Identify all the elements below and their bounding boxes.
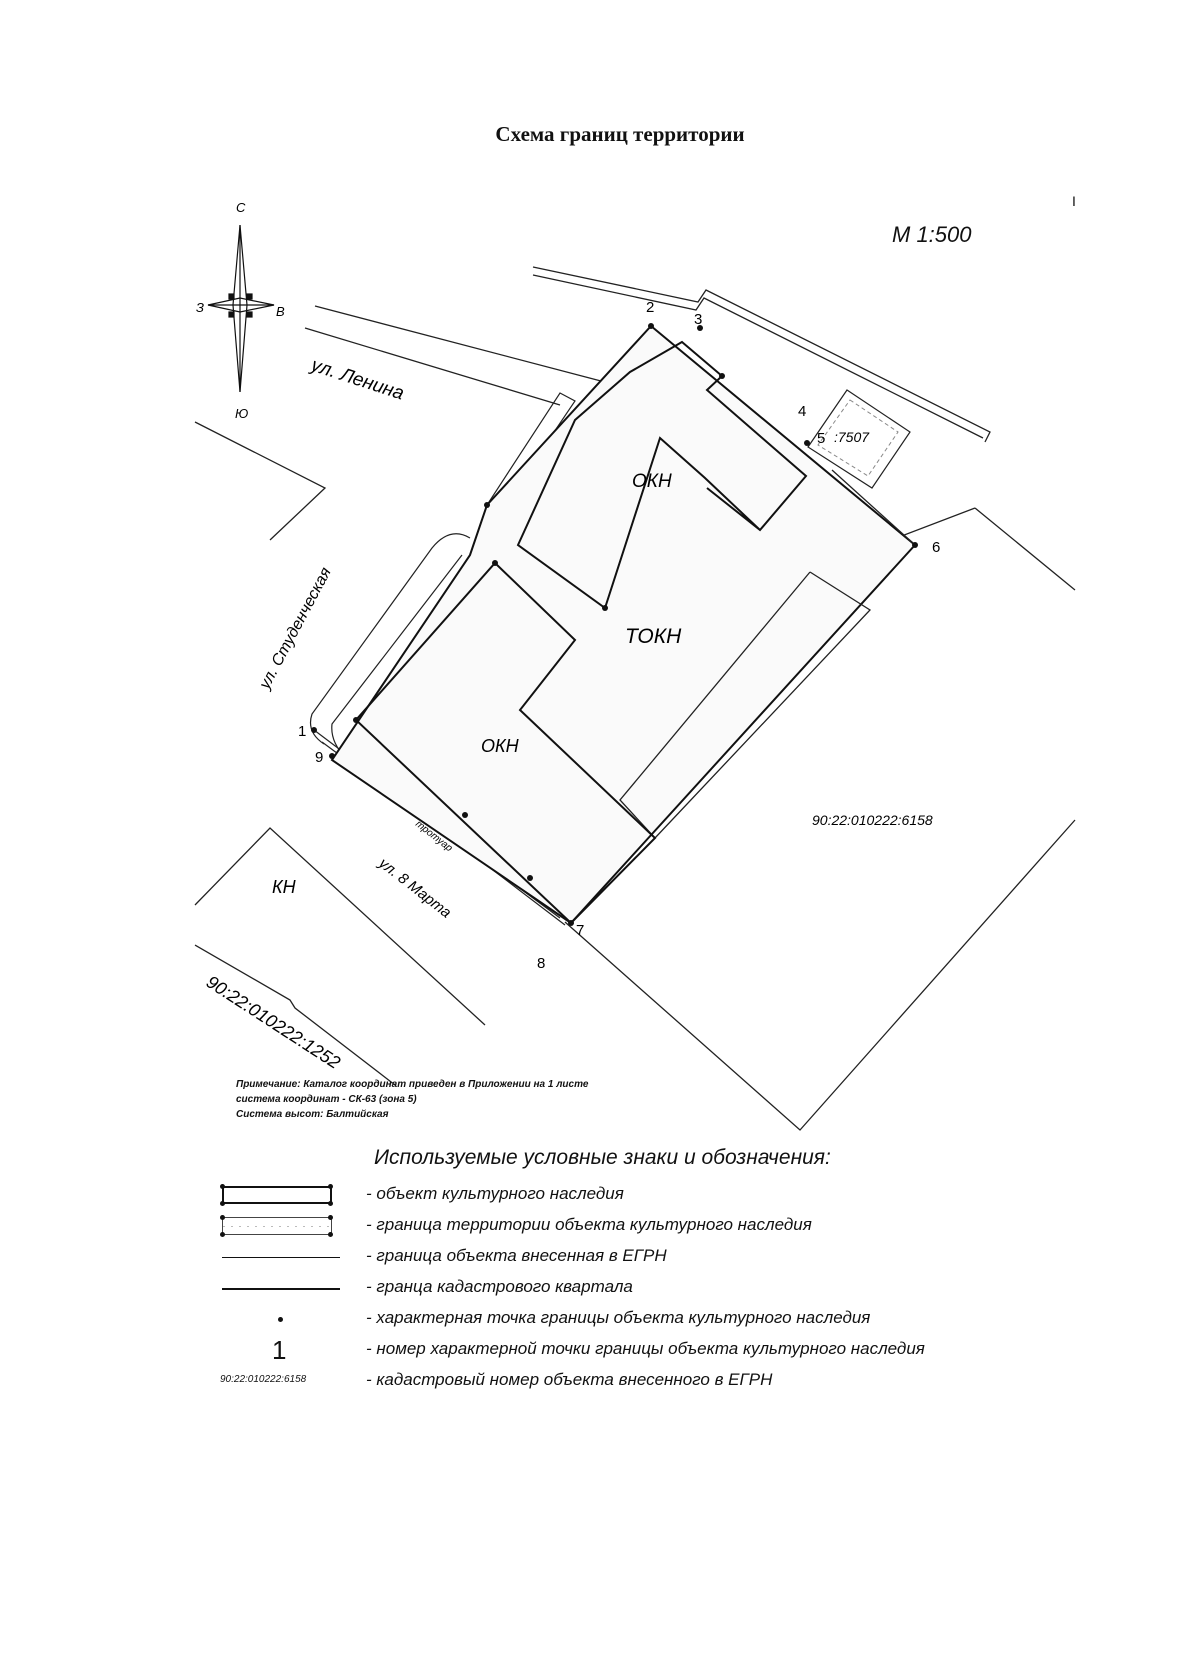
parcel-7507-inner [817, 399, 899, 477]
cadastral-number-symbol: 90:22:010222:6158 [216, 1366, 346, 1397]
cadastral-number-sample: 90:22:010222:6158 [220, 1374, 307, 1385]
cadastral-number-6158: 90:22:010222:6158 [812, 812, 933, 828]
legend-item: - объект культурного наследия [216, 1180, 1116, 1211]
point-number: 7 [576, 922, 584, 939]
legend-label: - номер характерной точки границы объект… [366, 1339, 925, 1358]
road-curb-studencheskaya [309, 533, 471, 745]
point-number: 2 [646, 299, 654, 316]
legend-item: 90:22:010222:6158 - кадастровый номер об… [216, 1366, 1116, 1397]
road-edge-lenina-north [314, 305, 621, 387]
parcel-7507 [807, 389, 911, 489]
point-number: 3 [694, 311, 702, 328]
legend-item: - характерная точка границы объекта куль… [216, 1304, 1116, 1335]
cadastral-number-1252: 90:22:010222:1252 [203, 972, 344, 1073]
block-left-top [194, 421, 327, 541]
legend: - объект культурного наследия - граница … [216, 1180, 1116, 1397]
kn-block-lower [194, 944, 396, 1086]
kn-block [194, 827, 486, 1026]
road-edge-lenina-south [304, 327, 561, 406]
legend-label: - граница территории объекта культурного… [366, 1215, 812, 1234]
wall-north-inner [532, 274, 984, 439]
legend-label: - характерная точка границы объекта куль… [366, 1308, 871, 1327]
note-line: Примечание: Каталог координат приведен в… [236, 1079, 589, 1090]
compass-icon [207, 224, 275, 393]
compass-south-label: Ю [235, 406, 248, 421]
legend-label: - граница объекта внесенная в ЕГРН [366, 1246, 667, 1265]
point-number: 8 [537, 955, 545, 972]
wall-north [532, 266, 991, 443]
legend-label: - кадастровый номер объекта внесенного в… [366, 1370, 773, 1389]
point-number: 9 [315, 749, 323, 766]
point-number: 4 [798, 403, 806, 420]
tokn-symbol-icon [216, 1211, 346, 1242]
thin-line-icon [216, 1242, 346, 1273]
thick-line-icon [216, 1273, 346, 1304]
legend-item: - граница территории объекта культурного… [216, 1211, 1116, 1242]
boundary-map: С Ю З В [194, 200, 1076, 1131]
point-number: 1 [298, 723, 306, 740]
point-icon [216, 1304, 346, 1335]
okn-upper-outline [516, 340, 808, 610]
note-line: Система высот: Балтийская [236, 1109, 389, 1120]
point-number-symbol: 1 [216, 1335, 346, 1366]
legend-label: - объект культурного наследия [366, 1184, 624, 1203]
zone-okn-lower: ОКН [481, 736, 520, 756]
compass-west-label: З [196, 300, 204, 315]
cadastral-boundary-6158 [974, 507, 1076, 591]
cadastral-boundary-lower [564, 819, 1076, 1131]
point-number: 5 [817, 430, 825, 447]
legend-item: 1 - номер характерной точки границы объе… [216, 1335, 1116, 1366]
boundary-points [311, 323, 918, 926]
compass-north-label: С [236, 200, 246, 215]
tokn-boundary [330, 324, 917, 925]
point-number: 6 [932, 539, 940, 556]
point-number-sample: 1 [272, 1335, 287, 1365]
map-scale: М 1:500 [892, 222, 972, 247]
legend-item: - граница объекта внесенная в ЕГРН [216, 1242, 1116, 1273]
cadastral-strip-line [831, 469, 916, 546]
legend-title: Используемые условные знаки и обозначени… [374, 1146, 831, 1169]
page-title: Схема границ территории [495, 122, 745, 146]
street-8-marta: ул. 8 Марта [375, 854, 455, 921]
zone-tokn: ТОКН [625, 625, 682, 648]
legend-item: - гранца кадастрового квартала [216, 1273, 1116, 1304]
note-line: система координат - СК-63 (зона 5) [236, 1094, 417, 1105]
legend-label: - гранца кадастрового квартала [366, 1277, 633, 1296]
zone-kn: КН [272, 877, 297, 897]
street-studencheskaya: ул. Студенческая [256, 564, 335, 692]
corner-mark: I [1072, 193, 1076, 209]
zone-okn-upper: ОКН [632, 471, 672, 492]
compass-east-label: В [276, 304, 285, 319]
okn-symbol-icon [216, 1180, 346, 1211]
map-notes: Примечание: Каталог координат приведен в… [236, 1077, 588, 1122]
cadastral-number-7507: :7507 [834, 429, 870, 445]
street-lenina: ул. Ленина [307, 354, 407, 404]
